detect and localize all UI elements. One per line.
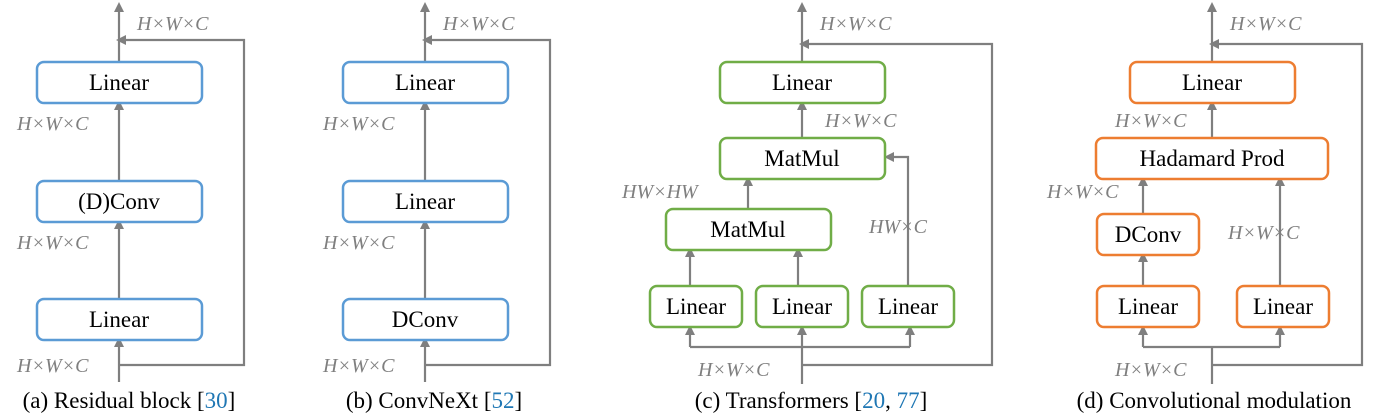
dim-label-after-dconv: H×W×C [16,113,89,135]
linear-node-query-label: Linear [666,294,726,319]
citation-ref[interactable]: 30 [205,388,228,413]
linear-node-key-label: Linear [772,294,832,319]
dim-label-attention: HW×HW [621,181,700,203]
dconv-node [341,297,510,342]
panel-convnext: Linear Linear DConv H×W×C H×W×C H×W×C H×… [322,2,552,413]
citation-ref[interactable]: 52 [491,388,514,413]
citation-ref-1[interactable]: 20 [862,388,885,413]
dim-label-input: H×W×C [697,359,770,381]
dconv-node-label: (D)Conv [78,189,160,214]
linear-node-value [860,284,956,329]
linear-node-top [341,60,510,105]
dim-label-after-dconv: H×W×C [322,232,395,254]
dim-label-output: H×W×C [1229,13,1302,35]
linear-node-middle [341,179,510,224]
dim-label-output: H×W×C [819,13,892,35]
linear-node-middle-label: Linear [395,189,455,214]
linear-node-value-label: Linear [878,294,938,319]
dim-label-right-branch: H×W×C [1227,222,1300,244]
linear-node-right [1235,284,1331,329]
linear-node-bottom [35,297,204,342]
dim-label-output: H×W×C [442,13,515,35]
linear-node-key [754,284,850,329]
caption-residual-block: (a) Residual block [30] [23,388,236,413]
linear-node-left-label: Linear [1118,294,1178,319]
linear-node-top-label: Linear [395,70,455,95]
dconv-node [35,179,204,224]
linear-node-bottom-label: Linear [89,307,149,332]
matmul-node-lower [664,207,833,252]
matmul-node-upper [718,136,887,181]
hadamard-prod-node [1094,136,1330,181]
caption-transformers: (c) Transformers [20, 77] [695,388,928,413]
dim-label-input: H×W×C [1114,359,1187,381]
linear-node-top [35,60,204,105]
linear-node-top-label: Linear [89,70,149,95]
linear-node-right-label: Linear [1253,294,1313,319]
linear-node-query [648,284,744,329]
caption-convolutional-modulation: (d) Convolutional modulation [1077,388,1352,413]
dconv-node [1095,212,1201,257]
panel-residual-block: Linear (D)Conv Linear H×W×C H×W×C H×W×C … [16,2,246,413]
dim-label-after-hadamard: H×W×C [1114,110,1187,132]
matmul-node-upper-label: MatMul [764,146,839,171]
citation-ref-2[interactable]: 77 [897,388,920,413]
matmul-node-lower-label: MatMul [710,217,785,242]
linear-node-output-label: Linear [772,70,832,95]
linear-node-output [1128,60,1297,105]
dim-label-value: HW×C [868,216,928,238]
dim-label-output: H×W×C [136,13,209,35]
linear-node-output [718,60,887,105]
panel-transformers: Linear MatMul MatMul Linear Linear Linea… [621,2,994,413]
linear-node-left [1095,284,1201,329]
panel-convolutional-modulation: Linear Hadamard Prod DConv Linear Linear… [1046,2,1364,413]
caption-convnext: (b) ConvNeXt [52] [346,388,522,413]
dim-label-input: H×W×C [322,355,395,377]
dim-label-after-linear: H×W×C [16,232,89,254]
dim-label-after-dconv: H×W×C [1046,181,1119,203]
dconv-node-label: DConv [392,307,459,332]
dim-label-after-matmul: H×W×C [824,110,897,132]
dconv-node-label: DConv [1115,222,1182,247]
dim-label-input: H×W×C [16,355,89,377]
hadamard-prod-node-label: Hadamard Prod [1140,146,1285,171]
linear-node-output-label: Linear [1182,70,1242,95]
dim-label-after-linear-2: H×W×C [322,113,395,135]
